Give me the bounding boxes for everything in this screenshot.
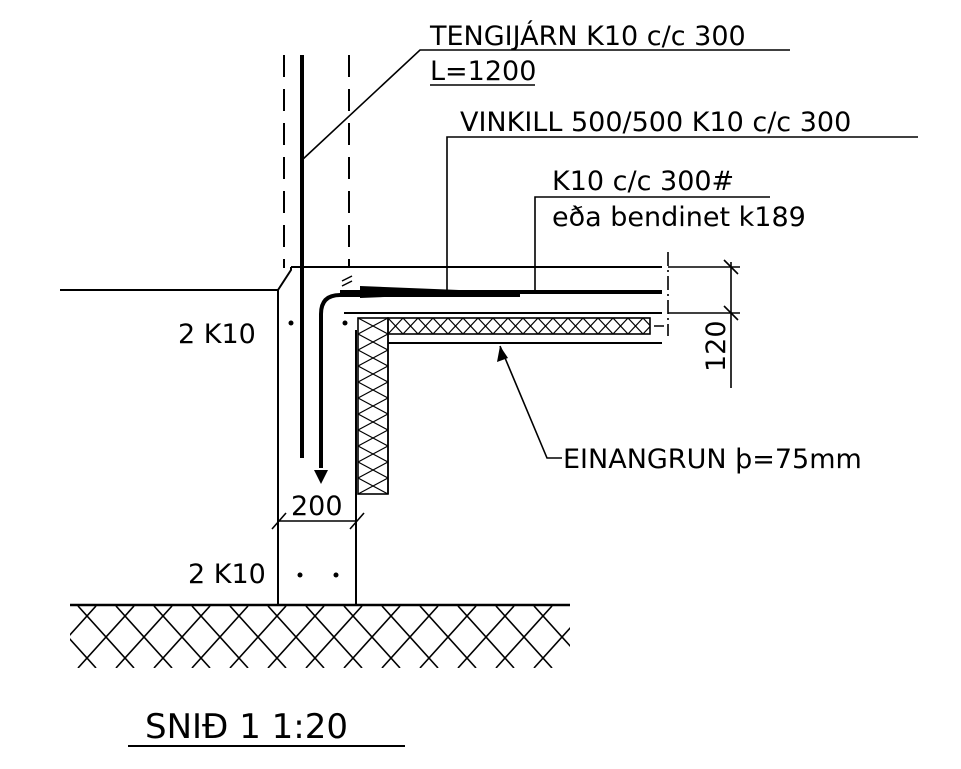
label-vinkill: VINKILL 500/500 K10 c/c 300 xyxy=(460,107,851,138)
dim-200-tick-right xyxy=(349,512,365,530)
bar-dot-upper-right xyxy=(342,320,348,326)
insulation-vertical xyxy=(357,317,389,495)
leader-einangrun xyxy=(499,345,562,459)
bar-dot-upper-left xyxy=(288,320,294,326)
rebar-hook-mark xyxy=(341,275,353,287)
label-einangrun: EINANGRUN þ=75mm xyxy=(563,444,862,475)
insulation-horizontal xyxy=(387,317,651,335)
dim-200-tick-left xyxy=(271,512,287,530)
leader-tengijarn xyxy=(301,49,790,161)
earth-hatch xyxy=(70,606,666,668)
leader-einangrun-arrow xyxy=(497,346,508,362)
leader-vinkill xyxy=(446,136,918,292)
hatch-stroke xyxy=(533,626,570,668)
corner-l-bar xyxy=(319,293,520,468)
top-rebar-arrow xyxy=(360,286,510,298)
hatch-stroke xyxy=(610,606,666,668)
label-tengijarn-line2: L=1200 xyxy=(430,56,536,87)
label-k10-mesh-line1: K10 c/c 300# xyxy=(552,166,734,197)
label-tengijarn-line1: TENGIJÁRN K10 c/c 300 xyxy=(429,20,746,52)
dim-200-text: 200 xyxy=(291,491,343,522)
corner-bar-arrow xyxy=(314,470,328,484)
leader-k10-mesh xyxy=(534,196,770,292)
label-bars-lower: 2 K10 xyxy=(188,559,266,590)
bar-dot-lower-right xyxy=(333,572,339,578)
dim-120-text: 120 xyxy=(701,320,732,372)
dim-120-tick-top xyxy=(723,259,739,275)
hatch-stroke xyxy=(572,606,628,668)
dim-120-tick-bottom xyxy=(723,305,739,321)
label-k10-mesh-line2: eða bendinet k189 xyxy=(552,202,806,233)
label-bars-upper: 2 K10 xyxy=(178,319,256,350)
section-title: SNIÐ 1 1:20 xyxy=(145,707,348,747)
slab-edge-chamfer xyxy=(277,267,292,291)
hatch-stroke xyxy=(572,606,628,668)
hatch-stroke xyxy=(610,606,666,668)
bar-dot-lower-left xyxy=(297,572,303,578)
